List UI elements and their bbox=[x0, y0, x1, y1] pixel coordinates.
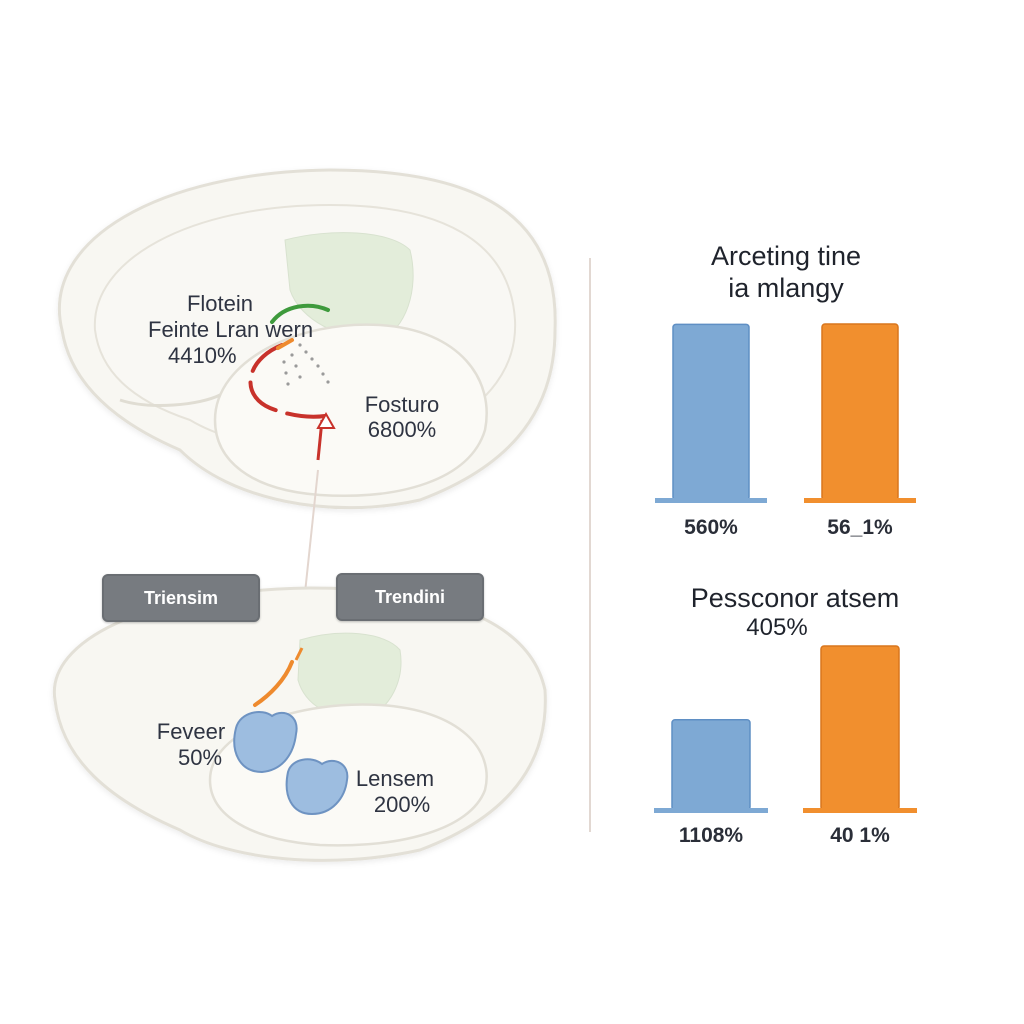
region-b-name: Fosturo bbox=[364, 392, 440, 417]
chart1-bar-1 bbox=[672, 323, 750, 501]
tag-trendini[interactable]: Trendini bbox=[336, 573, 484, 621]
chart1-title-line2: ia mlangy bbox=[728, 273, 844, 303]
chart2-bar-1 bbox=[671, 719, 751, 811]
chart1-bar-2 bbox=[821, 323, 899, 501]
red-arrowhead bbox=[316, 411, 336, 429]
tag-triensim[interactable]: Triensim bbox=[102, 574, 260, 622]
lower-brain-section bbox=[52, 586, 547, 862]
chart2-title-line2: 405% bbox=[746, 614, 808, 641]
orange-pathway-dot bbox=[276, 338, 294, 350]
chart1-value-label-2: 56_1% bbox=[827, 516, 893, 539]
region-a-line1: Flotein bbox=[186, 291, 254, 316]
region-d-value: 200% bbox=[373, 792, 431, 817]
chart2-value-label-2: 40 1% bbox=[830, 824, 890, 847]
chart1-bar-base-1 bbox=[655, 498, 767, 503]
region-a-value: 4410% bbox=[168, 343, 237, 368]
region-c-value: 50% bbox=[177, 745, 223, 770]
orange-pathway-lower-2 bbox=[294, 647, 304, 661]
upper-brainstem-curl bbox=[119, 393, 221, 407]
blue-structure-fevеer bbox=[233, 711, 298, 774]
chart2-value-label-1: 1108% bbox=[678, 824, 744, 847]
chart1-bar-base-2 bbox=[804, 498, 916, 503]
region-b-value: 6800% bbox=[367, 417, 437, 442]
upper-pathways bbox=[248, 303, 336, 461]
red-pathway-arc bbox=[248, 343, 327, 419]
chart1-value-label-1: 560% bbox=[684, 516, 738, 539]
upper-green-region bbox=[284, 232, 414, 341]
chart-2 bbox=[654, 645, 917, 813]
region-d-name: Lensem bbox=[355, 766, 435, 791]
region-a-line2: Feinte Lran wern bbox=[148, 317, 314, 342]
orange-pathway-lower bbox=[253, 660, 294, 707]
region-c-name: Fevеer bbox=[156, 719, 226, 744]
upper-brain-section bbox=[57, 168, 557, 510]
chart-1 bbox=[655, 323, 916, 503]
chart2-bar-2 bbox=[820, 645, 900, 811]
chart2-bar-base-1 bbox=[654, 808, 768, 813]
chart1-title-line1: Arceting tine bbox=[710, 241, 862, 271]
blue-structure-lensem bbox=[285, 758, 349, 816]
green-pathway-arc bbox=[270, 303, 330, 324]
upper-thalamus bbox=[213, 323, 488, 497]
lower-pathways bbox=[253, 647, 304, 707]
dotted-projection bbox=[282, 343, 330, 386]
lower-green-region bbox=[297, 632, 402, 719]
chart2-bar-base-2 bbox=[803, 808, 917, 813]
chart2-title-line1: Pessconor atsem bbox=[690, 583, 900, 613]
